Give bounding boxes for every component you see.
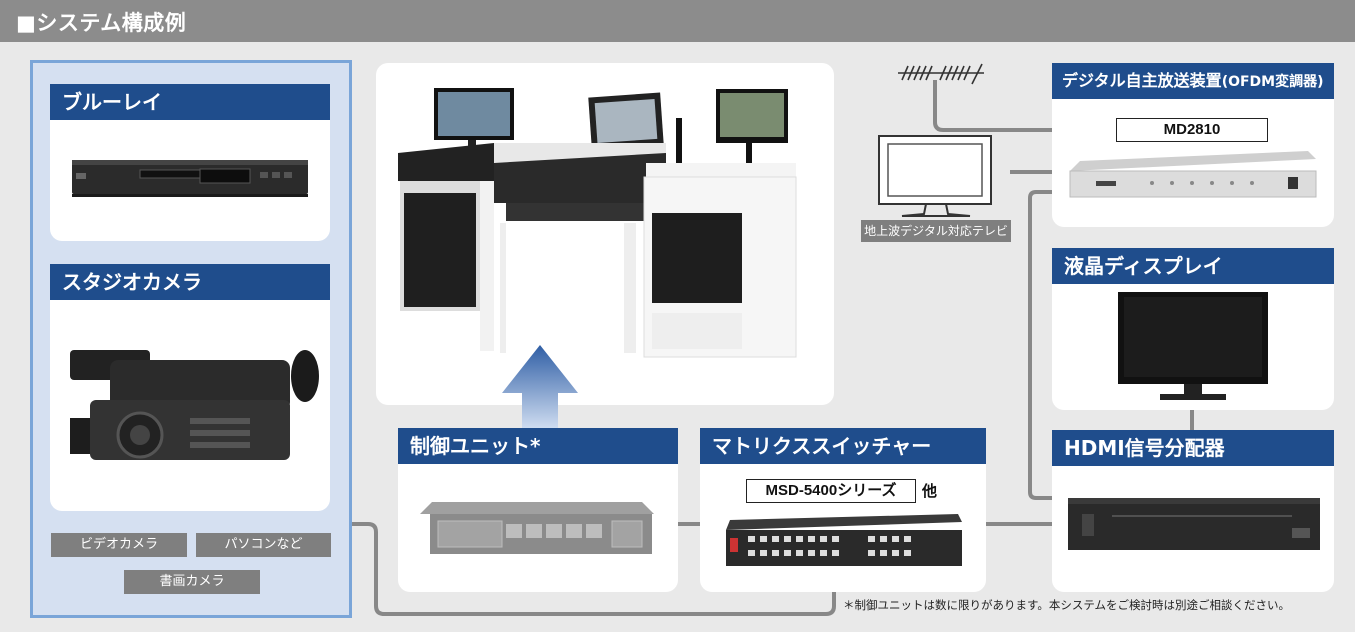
matrix-switcher-title: マトリクススイッチャー <box>700 428 986 464</box>
digital-broadcast-title-suffix: (OFDM変調器) <box>1221 74 1324 90</box>
tag-document-camera: 書画カメラ <box>124 570 260 594</box>
studio-camera-image <box>70 350 319 460</box>
matrix-switcher-image <box>726 514 962 566</box>
console-desk-card <box>376 63 834 405</box>
tv-icon <box>878 135 992 217</box>
wire-distributor-to-broadcast <box>1028 190 1052 500</box>
wire-antenna-to-broadcast <box>933 80 1052 132</box>
lcd-display-card: 液晶ディスプレイ <box>1052 248 1334 410</box>
page-title: ■システム構成例 <box>16 11 187 35</box>
tag-pc: パソコンなど <box>196 533 331 557</box>
matrix-switcher-model: MSD-5400シリーズ <box>746 479 916 503</box>
digital-broadcast-title-main: デジタル自主放送装置 <box>1062 71 1222 90</box>
lcd-display-title: 液晶ディスプレイ <box>1052 248 1334 284</box>
footnote: ＊制御ユニットは数に限りがあります。本システムをご検討時は別途ご相談ください。 <box>843 598 1291 612</box>
tv-label: 地上波デジタル対応テレビ <box>861 220 1011 242</box>
hdmi-distributor-card: HDMI信号分配器 <box>1052 430 1334 592</box>
digital-broadcast-title: デジタル自主放送装置(OFDM変調器) <box>1052 63 1334 99</box>
digital-broadcast-card: デジタル自主放送装置(OFDM変調器) MD2810 <box>1052 63 1334 227</box>
matrix-switcher-suffix: 他 <box>922 482 938 500</box>
tag-video-camera: ビデオカメラ <box>51 533 187 557</box>
control-unit-card: 制御ユニット* <box>398 428 678 592</box>
digital-broadcast-model: MD2810 <box>1116 118 1268 142</box>
hdmi-distributor-title: HDMI信号分配器 <box>1052 430 1334 466</box>
bluray-card: ブルーレイ <box>50 84 330 241</box>
control-unit-title: 制御ユニット* <box>398 428 678 464</box>
studio-camera-card: スタジオカメラ <box>50 264 330 511</box>
header-bar: ■システム構成例 <box>0 0 1355 42</box>
matrix-switcher-card: マトリクススイッチャー MSD-5400シリーズ 他 <box>700 428 986 592</box>
control-unit-image <box>420 502 654 554</box>
studio-camera-title: スタジオカメラ <box>50 264 330 300</box>
wire-camera-to-switcher <box>352 522 836 616</box>
up-arrow-icon <box>502 345 578 430</box>
lcd-monitor-image <box>1118 292 1268 400</box>
bluray-title: ブルーレイ <box>50 84 330 120</box>
antenna-icon <box>898 63 984 85</box>
console-desk-image <box>398 88 797 358</box>
hdmi-distributor-image <box>1068 498 1320 550</box>
bluray-recorder-image <box>72 160 308 197</box>
ofdm-modulator-image <box>1069 151 1317 198</box>
